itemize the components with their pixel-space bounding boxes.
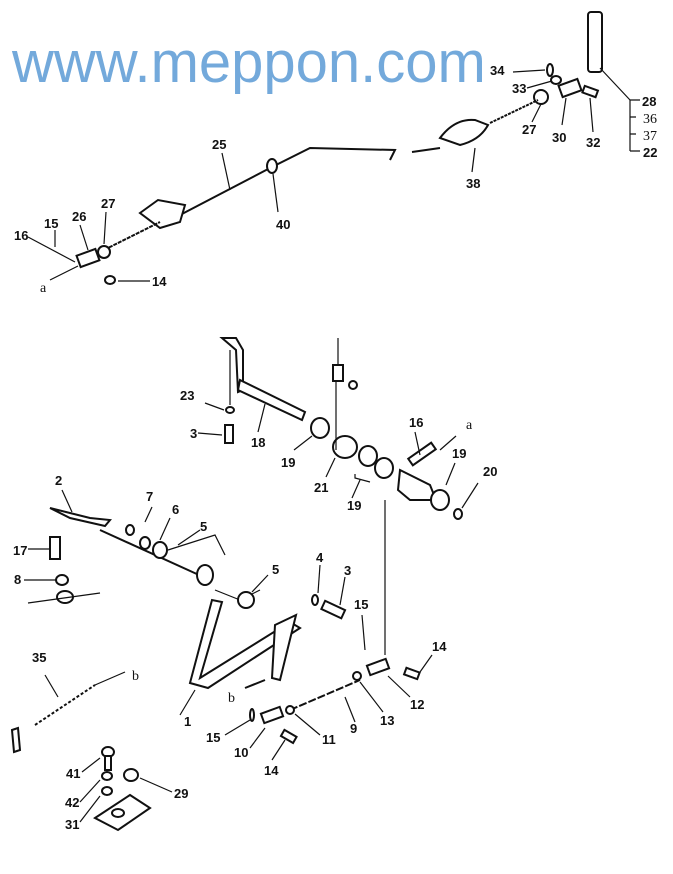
- callout-label: a: [40, 281, 47, 296]
- callout-label: 38: [466, 176, 480, 191]
- callout-label: 15: [44, 216, 58, 231]
- callout-label: 26: [72, 209, 86, 224]
- left-top-hardware: [27, 211, 161, 285]
- shaft-assembly: [197, 337, 479, 655]
- callout-label: 14: [432, 639, 447, 654]
- callout-label: 22: [643, 145, 657, 160]
- bottom-hardware: [79, 746, 173, 832]
- callout-label: 5: [272, 562, 279, 577]
- callout-label: 3: [344, 563, 351, 578]
- top-hardware: [411, 63, 600, 173]
- callout-label: 10: [234, 745, 248, 760]
- callout-label: 32: [586, 135, 600, 150]
- callout-label: 13: [380, 713, 394, 728]
- callout-label: 17: [13, 543, 27, 558]
- callout-label: 16: [409, 415, 423, 430]
- callout-label: 25: [212, 137, 226, 152]
- callout-label: 31: [65, 817, 79, 832]
- callout-label: 19: [281, 455, 295, 470]
- callout-label: 29: [174, 786, 188, 801]
- callout-label: 12: [410, 697, 424, 712]
- callout-label: 8: [14, 572, 21, 587]
- callout-label: 37: [643, 129, 657, 144]
- callout-label: 1: [184, 714, 191, 729]
- rod-25: [138, 146, 397, 230]
- callout-label: 33: [512, 81, 526, 96]
- pedal-assembly: [24, 489, 433, 761]
- callout-label: 41: [66, 766, 80, 781]
- callout-label: 19: [452, 446, 466, 461]
- callout-label: 4: [316, 550, 324, 565]
- lever-28: [587, 11, 640, 152]
- callout-label: 20: [483, 464, 497, 479]
- watermark: www.meppon.com: [11, 30, 486, 95]
- spring-35: [10, 671, 126, 754]
- callout-label: 27: [101, 196, 115, 211]
- callout-label: b: [132, 669, 139, 684]
- callout-label: 11: [322, 732, 336, 747]
- callout-label: 40: [276, 217, 290, 232]
- callout-label: 30: [552, 130, 566, 145]
- callout-label: 15: [206, 730, 220, 745]
- callout-label: 35: [32, 650, 46, 665]
- callout-label: 21: [314, 480, 328, 495]
- callout-label: 14: [152, 274, 167, 289]
- callout-label: 23: [180, 388, 194, 403]
- callout-label: 42: [65, 795, 79, 810]
- callout-label: 7: [146, 489, 153, 504]
- callout-label: b: [228, 691, 235, 706]
- callout-label: 19: [347, 498, 361, 513]
- callout-label: 18: [251, 435, 265, 450]
- callout-label: 36: [643, 112, 657, 127]
- callout-label: 15: [354, 597, 368, 612]
- callout-label: 2: [55, 473, 62, 488]
- callout-label: a: [466, 418, 473, 433]
- callout-label: 6: [172, 502, 179, 517]
- callout-label: 14: [264, 763, 279, 778]
- callout-label: 16: [14, 228, 28, 243]
- callout-label: 5: [200, 519, 207, 534]
- callout-label: 28: [642, 94, 656, 109]
- callout-label: 9: [350, 721, 357, 736]
- callout-label: 34: [490, 63, 505, 78]
- callout-label: 3: [190, 426, 197, 441]
- callout-label: 27: [522, 122, 536, 137]
